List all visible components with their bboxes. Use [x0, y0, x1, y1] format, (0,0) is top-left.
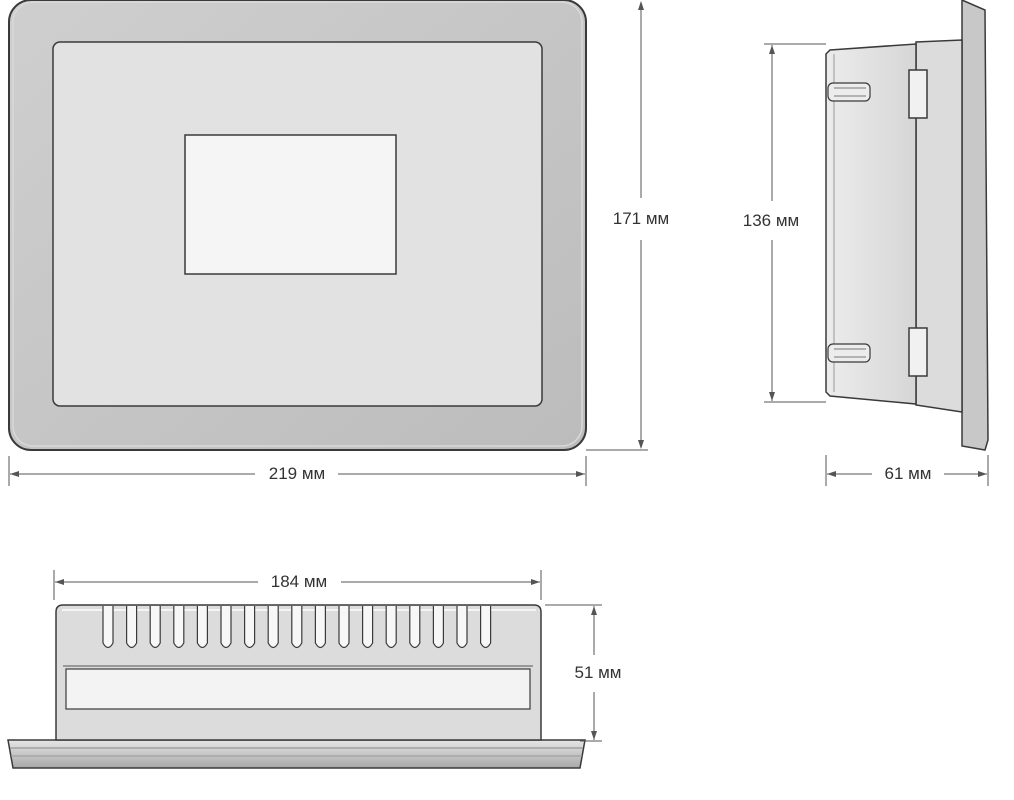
dimension-label-top-depth: 51 мм	[570, 663, 626, 683]
cooling-fin	[385, 606, 397, 649]
cooling-fin	[220, 606, 232, 649]
cooling-fin	[456, 606, 468, 649]
cooling-fin	[149, 606, 161, 649]
side-view	[825, 0, 989, 451]
cooling-fin	[409, 606, 421, 649]
cooling-fin	[126, 606, 138, 649]
cooling-fin	[291, 606, 303, 649]
dimension-label-side-height: 136 мм	[738, 211, 804, 231]
cooling-fin	[244, 606, 256, 649]
cooling-fin	[362, 606, 374, 649]
top-width-dimension	[53, 570, 542, 600]
side-clip-bottom	[827, 343, 871, 363]
top-label-panel	[65, 668, 531, 710]
dimension-label-front-width: 219 мм	[264, 464, 330, 484]
screen-window	[184, 134, 397, 275]
cooling-fin	[432, 606, 444, 649]
side-housing-rear	[825, 43, 917, 405]
front-bezel-inner-edge	[12, 1, 583, 447]
side-bracket-bottom	[908, 327, 928, 377]
cooling-fin	[267, 606, 279, 649]
cooling-fin	[314, 606, 326, 649]
front-height-dimension	[586, 1, 648, 451]
front-view	[8, 0, 587, 451]
side-clip-top	[827, 82, 871, 102]
dimension-label-front-height: 171 мм	[608, 209, 674, 229]
cooling-fin	[196, 606, 208, 649]
side-bracket-top	[908, 69, 928, 119]
cooling-fin	[338, 606, 350, 649]
side-depth-dimension	[825, 455, 989, 486]
side-front-plate	[961, 0, 989, 451]
cooling-fin	[173, 606, 185, 649]
dimension-label-top-width: 184 мм	[266, 572, 332, 592]
dimension-label-side-depth: 61 мм	[880, 464, 936, 484]
top-depth-dimension	[545, 604, 602, 742]
front-width-dimension	[8, 456, 587, 486]
top-view	[7, 604, 586, 769]
cooling-fin	[102, 606, 114, 649]
cooling-fin	[480, 606, 492, 649]
top-base-plate	[7, 739, 586, 769]
side-height-dimension	[764, 43, 826, 403]
